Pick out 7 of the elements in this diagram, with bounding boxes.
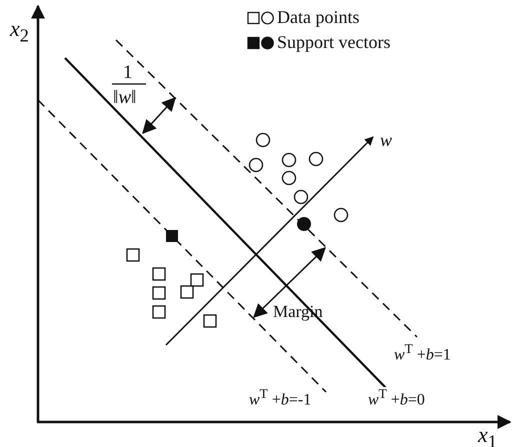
axis-label: x$_{2}$ [10,18,29,45]
axis-label: x$_{1}$ [478,424,497,447]
legend-label: Data points [277,8,360,26]
fraction-numerator: 1 [123,63,132,82]
legend-label: Support vectors [277,33,390,51]
fraction-denominator: ‖w‖ [113,88,136,107]
vector-label: w [380,131,392,149]
